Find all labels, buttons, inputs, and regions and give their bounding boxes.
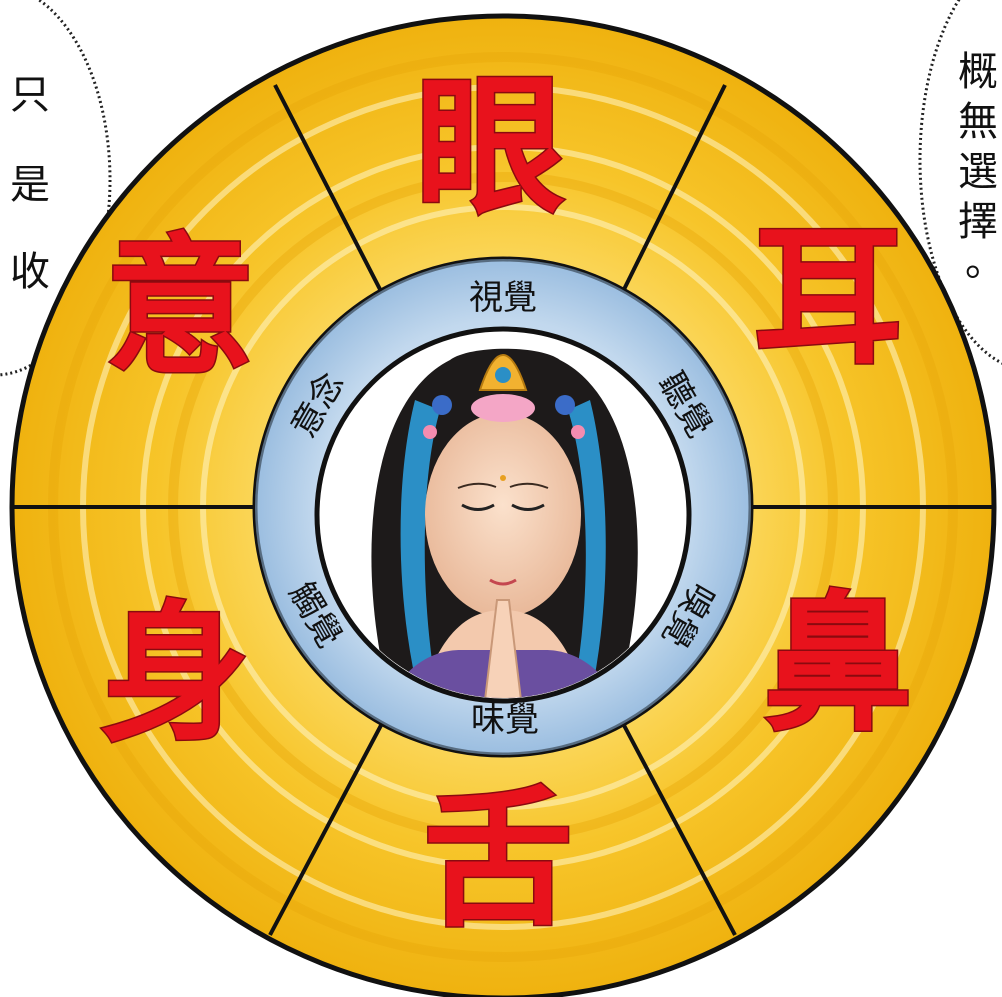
- bubble-left-char: 收: [10, 249, 50, 295]
- bubble-right-char: 選: [958, 149, 998, 195]
- bodhisattva-portrait-icon: [371, 348, 638, 698]
- sense-label-sight: 視覺: [469, 278, 537, 318]
- speech-bubble-right: 概 無 選 擇 。: [918, 0, 1002, 365]
- bubble-left-char: 只: [10, 72, 50, 118]
- sense-organ-tongue: 舌: [423, 773, 573, 947]
- sense-organ-nose: 鼻: [763, 578, 913, 752]
- sense-organ-mind: 意: [105, 221, 255, 395]
- sense-label-taste: 味覺: [471, 700, 539, 740]
- bubble-left-char: 是: [10, 162, 50, 208]
- bubble-right-char: 。: [965, 239, 1002, 285]
- bubble-right-char: 擇: [958, 199, 998, 245]
- bubble-right-char: 無: [958, 99, 998, 145]
- center-portrait: [314, 326, 692, 704]
- sense-organ-eye: 眼: [415, 61, 565, 235]
- sense-organ-ear: 耳: [753, 211, 903, 385]
- sense-organ-body: 身: [100, 588, 250, 762]
- bubble-right-char: 概: [958, 49, 998, 95]
